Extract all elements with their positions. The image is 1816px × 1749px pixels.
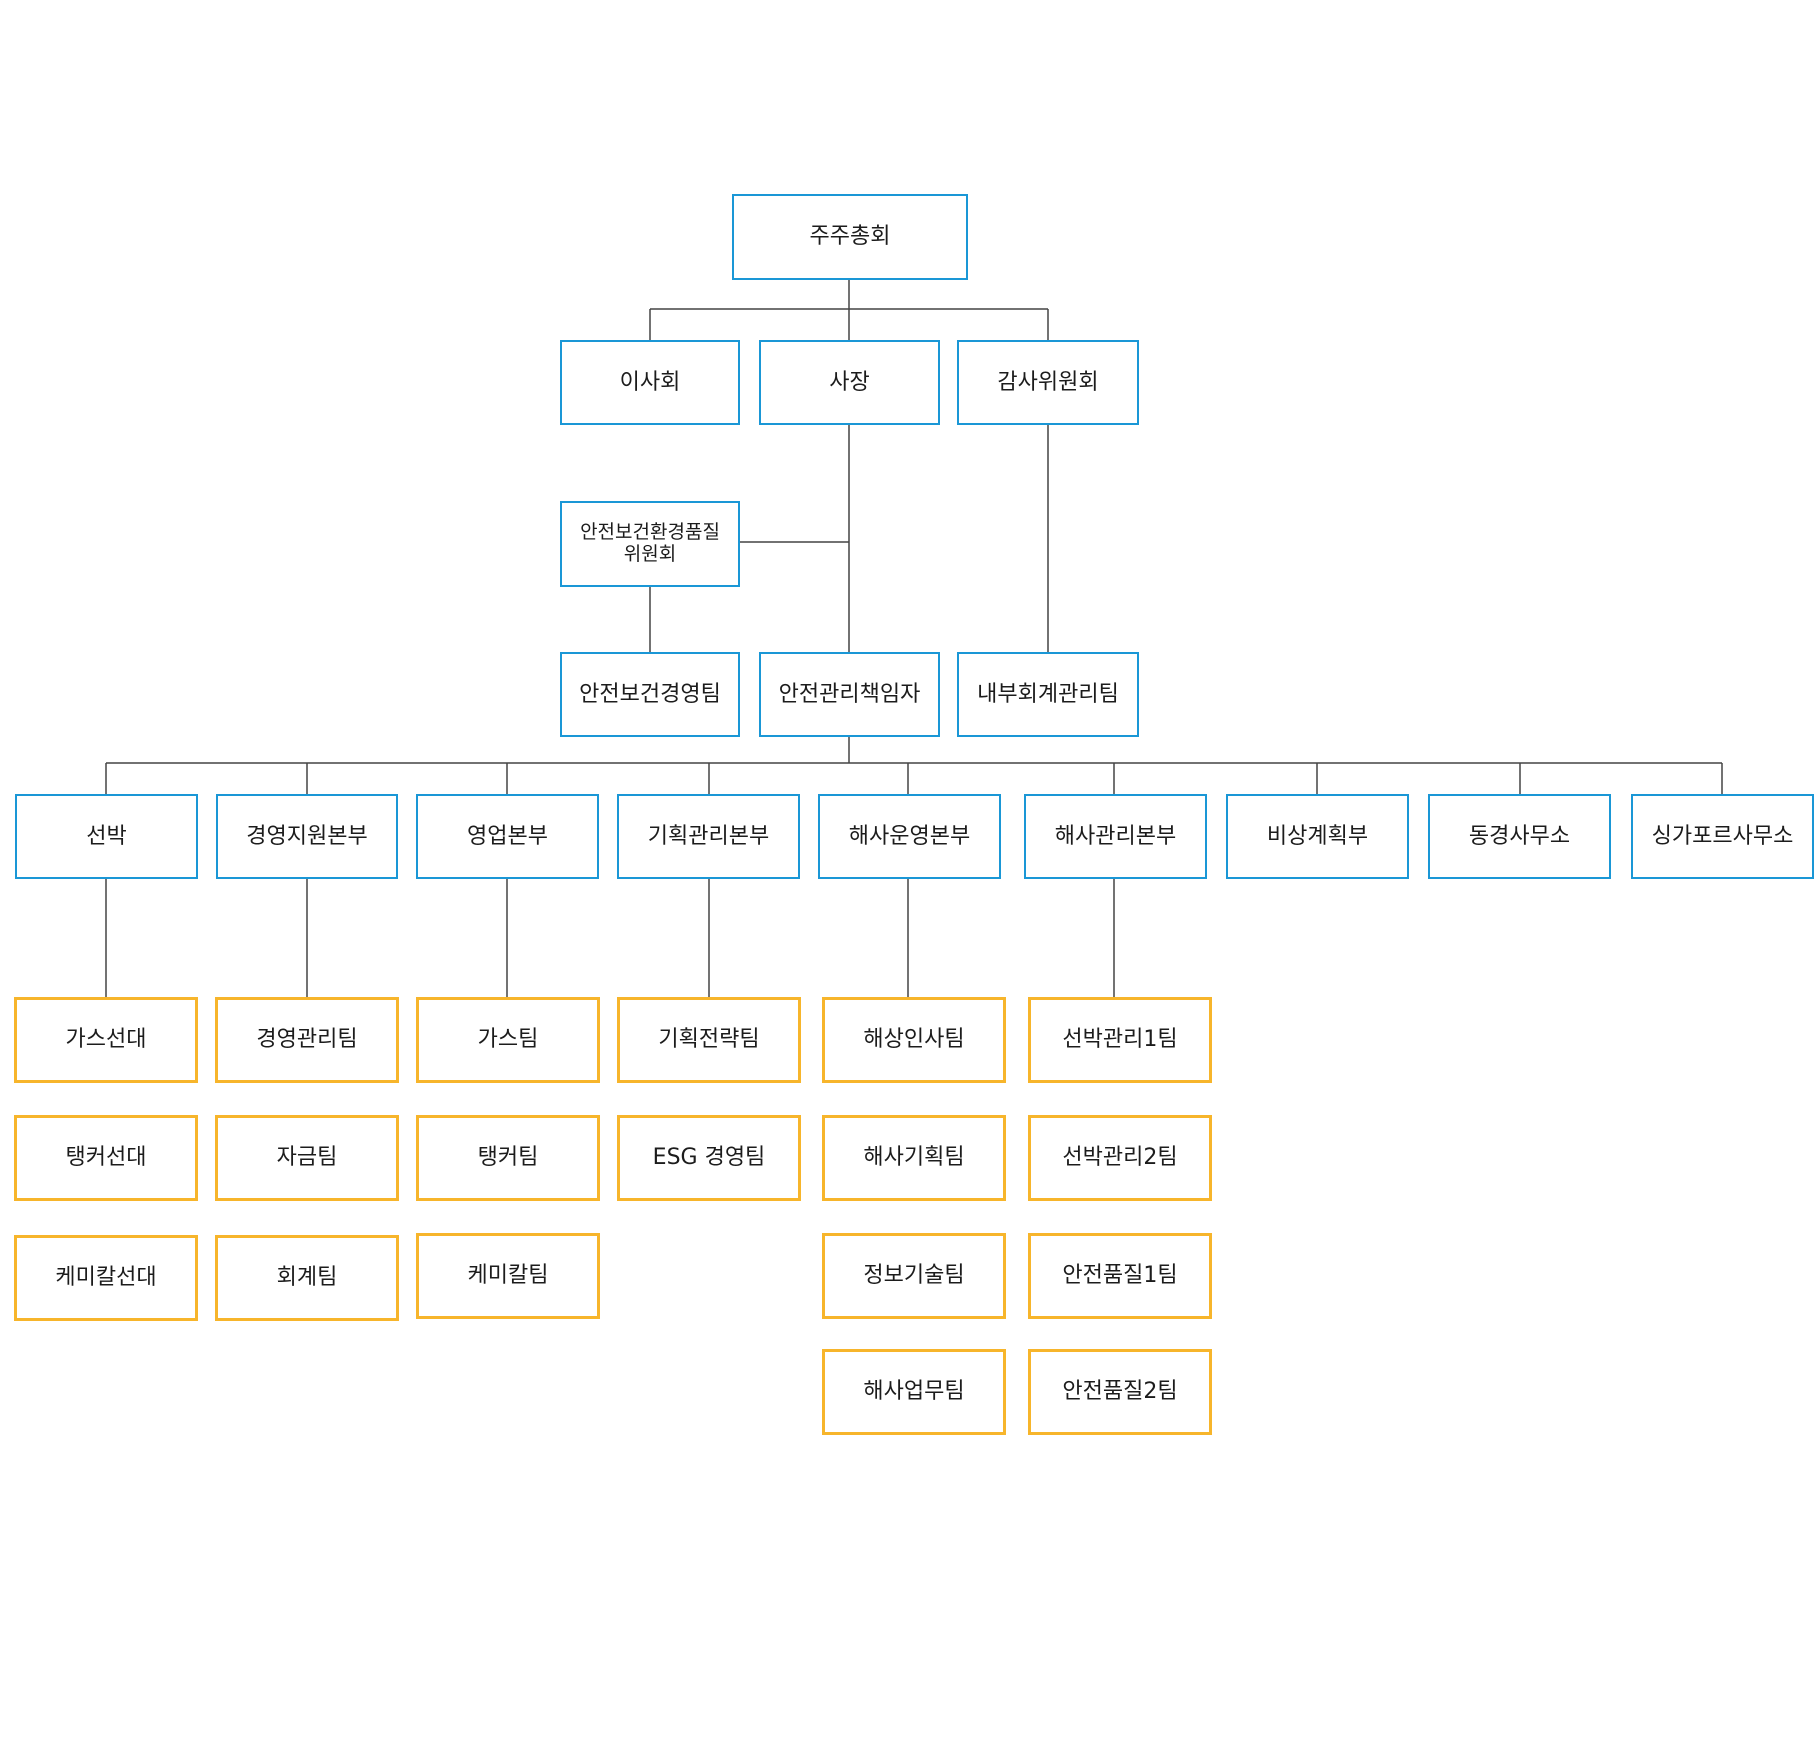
division-box: 경영지원본부 bbox=[216, 794, 398, 879]
division-box: 영업본부 bbox=[416, 794, 599, 879]
team-box: 안전품질2팀 bbox=[1028, 1349, 1212, 1435]
team-box: 정보기술팀 bbox=[822, 1233, 1006, 1319]
board-box: 이사회 bbox=[560, 340, 740, 425]
safety-officer-box: 안전관리책임자 bbox=[759, 652, 940, 737]
team-box: 가스선대 bbox=[14, 997, 198, 1083]
division-box: 해사운영본부 bbox=[818, 794, 1001, 879]
team-box: 선박관리1팀 bbox=[1028, 997, 1212, 1083]
team-box: 케미칼팀 bbox=[416, 1233, 600, 1319]
president-box: 사장 bbox=[759, 340, 940, 425]
team-box: 해사기획팀 bbox=[822, 1115, 1006, 1201]
division-box: 비상계획부 bbox=[1226, 794, 1409, 879]
team-box: 안전품질1팀 bbox=[1028, 1233, 1212, 1319]
she-committee-box: 안전보건환경품질 위원회 bbox=[560, 501, 740, 587]
team-box: 탱커선대 bbox=[14, 1115, 198, 1201]
division-box: 선박 bbox=[15, 794, 198, 879]
team-box: 해상인사팀 bbox=[822, 997, 1006, 1083]
team-box: 케미칼선대 bbox=[14, 1235, 198, 1321]
team-box: 가스팀 bbox=[416, 997, 600, 1083]
team-box: 자금팀 bbox=[215, 1115, 399, 1201]
shareholders-meeting-box: 주주총회 bbox=[732, 194, 968, 280]
division-box: 동경사무소 bbox=[1428, 794, 1611, 879]
team-box: 회계팀 bbox=[215, 1235, 399, 1321]
division-box: 싱가포르사무소 bbox=[1631, 794, 1814, 879]
team-box: 기획전략팀 bbox=[617, 997, 801, 1083]
team-box: 선박관리2팀 bbox=[1028, 1115, 1212, 1201]
team-box: 해사업무팀 bbox=[822, 1349, 1006, 1435]
division-box: 기획관리본부 bbox=[617, 794, 800, 879]
team-box: 탱커팀 bbox=[416, 1115, 600, 1201]
division-box: 해사관리본부 bbox=[1024, 794, 1207, 879]
team-box: 경영관리팀 bbox=[215, 997, 399, 1083]
safety-health-team-box: 안전보건경영팀 bbox=[560, 652, 740, 737]
internal-accounting-team-box: 내부회계관리팀 bbox=[957, 652, 1139, 737]
audit-committee-box: 감사위원회 bbox=[957, 340, 1139, 425]
team-box: ESG 경영팀 bbox=[617, 1115, 801, 1201]
